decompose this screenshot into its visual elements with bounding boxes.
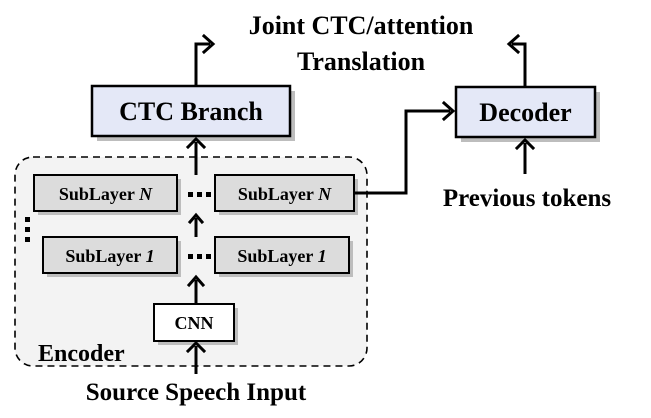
sublayer-index: N — [138, 184, 153, 204]
horizontal-ellipsis-top — [188, 192, 211, 197]
svg-text:SubLayer 1: SubLayer 1 — [65, 246, 154, 266]
vertical-ellipsis — [25, 217, 30, 242]
svg-text:SubLayer N: SubLayer N — [59, 184, 153, 204]
previous-tokens-label: Previous tokens — [443, 185, 612, 212]
ctc-branch-block: CTC Branch — [90, 84, 295, 141]
arrow-decoder-to-output — [506, 33, 527, 87]
horizontal-ellipsis-bottom — [188, 254, 211, 259]
sublayer-index: N — [317, 184, 332, 204]
arrow-previous-tokens-to-decoder — [514, 137, 536, 174]
sublayer-index: 1 — [146, 246, 155, 266]
cnn-label: CNN — [175, 313, 214, 333]
sublayer-text: SubLayer — [65, 246, 141, 266]
source-speech-input-label: Source Speech Input — [86, 379, 307, 406]
sublayer-n-left: SubLayer N — [33, 174, 181, 215]
arrow-encoder-to-decoder — [354, 100, 456, 195]
sublayer-index: 1 — [318, 246, 327, 266]
sublayer-text: SubLayer — [238, 184, 314, 204]
sublayer-1-left: SubLayer 1 — [42, 236, 181, 277]
decoder-label: Decoder — [479, 98, 571, 127]
cnn-block: CNN — [153, 303, 238, 345]
ctc-branch-label: CTC Branch — [119, 97, 263, 126]
arrow-input-to-cnn — [185, 340, 207, 374]
sublayer-n-right: SubLayer N — [214, 174, 358, 215]
svg-text:SubLayer N: SubLayer N — [238, 184, 332, 204]
arrow-cnn-to-sublayer1 — [186, 274, 206, 304]
arrow-ctc-to-output — [194, 33, 216, 86]
sublayer-text: SubLayer — [59, 184, 135, 204]
svg-text:SubLayer 1: SubLayer 1 — [237, 246, 326, 266]
decoder-block: Decoder — [454, 85, 600, 142]
arrow-sublayer1-to-sublayerN — [187, 212, 205, 237]
output-label-line1: Joint CTC/attention — [249, 11, 474, 40]
encoder-label: Encoder — [38, 341, 125, 367]
sublayer-1-right: SubLayer 1 — [214, 236, 353, 277]
arrow-encoder-to-ctc — [185, 136, 207, 175]
output-label-line2: Translation — [297, 47, 426, 76]
sublayer-text: SubLayer — [237, 246, 313, 266]
